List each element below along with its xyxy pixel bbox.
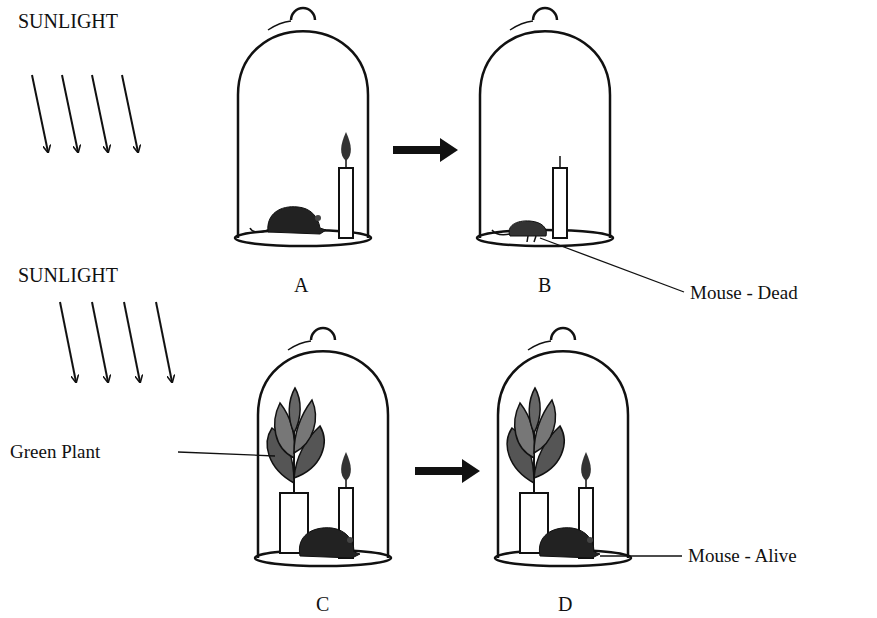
jar-letter: C <box>316 593 329 615</box>
callout-label: Mouse - Alive <box>688 546 797 567</box>
jar-letter: B <box>538 274 551 296</box>
jar-letter: A <box>294 274 308 296</box>
callout-label: Green Plant <box>10 442 100 463</box>
sunlight-label: SUNLIGHT <box>18 10 118 32</box>
sunlight-label: SUNLIGHT <box>18 264 118 286</box>
jar-letter: D <box>558 593 572 615</box>
callout-label: Mouse - Dead <box>690 283 798 304</box>
